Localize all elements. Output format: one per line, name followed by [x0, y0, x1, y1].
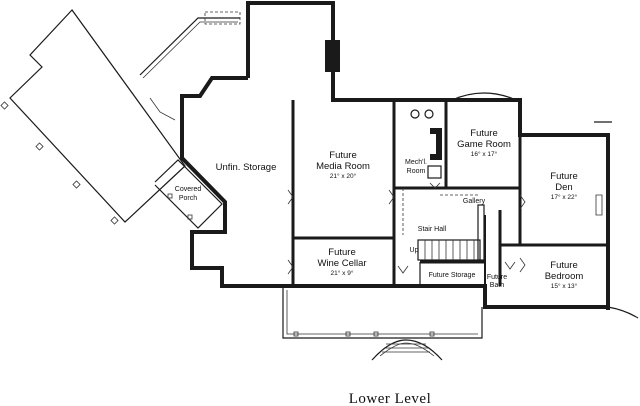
label-gallery: Gallery — [463, 198, 486, 205]
interior-walls — [291, 100, 608, 286]
label-bedroom-2: Bedroom — [545, 271, 584, 282]
label-den-1: Future — [550, 171, 577, 182]
label-unfin-storage: Unfin. Storage — [216, 162, 277, 173]
stair — [417, 204, 485, 261]
label-game-room-1: Future — [470, 128, 497, 139]
label-media-room-dim: 21° x 20° — [330, 172, 357, 180]
mechanical-equipment — [410, 109, 442, 179]
plan-caption: Lower Level — [349, 391, 432, 406]
chimney — [325, 40, 340, 72]
upper-bay-outline — [139, 11, 241, 121]
label-covered-porch-1: Covered — [175, 186, 202, 193]
covered-porch-outline — [154, 159, 223, 229]
bay-arc — [451, 92, 517, 101]
label-covered-porch-2: Porch — [179, 195, 197, 202]
label-bedroom-1: Future — [550, 260, 577, 271]
label-future-bath-1: Future — [487, 274, 507, 281]
label-future-storage: Future Storage — [429, 272, 476, 279]
label-up: Up — [410, 247, 419, 254]
upper-wing-outline — [0, 9, 186, 225]
label-bedroom-dim: 15° x 13° — [551, 282, 578, 290]
label-future-bath-2: Bath — [490, 282, 505, 289]
label-game-room-dim: 16° x 17° — [471, 150, 498, 158]
door-openings — [287, 182, 603, 275]
label-wine-cellar-1: Future — [328, 247, 355, 258]
bedroom-walkout — [607, 306, 639, 319]
label-stair-hall: Stair Hall — [418, 226, 447, 233]
label-den-dim: 17° x 22° — [551, 193, 578, 201]
label-mech-room-2: Room — [407, 168, 426, 175]
label-mech-room-1: Mech'l. — [405, 159, 427, 166]
front-terrace — [282, 286, 483, 361]
label-media-room-2: Media Room — [316, 161, 370, 172]
label-wine-cellar-2: Wine Cellar — [317, 258, 366, 269]
label-den-2: Den — [555, 182, 572, 193]
label-media-room-1: Future — [329, 150, 356, 161]
label-game-room-2: Game Room — [457, 139, 511, 150]
label-wine-cellar-dim: 21° x 9° — [331, 269, 354, 277]
exterior-walls — [180, 1, 610, 310]
